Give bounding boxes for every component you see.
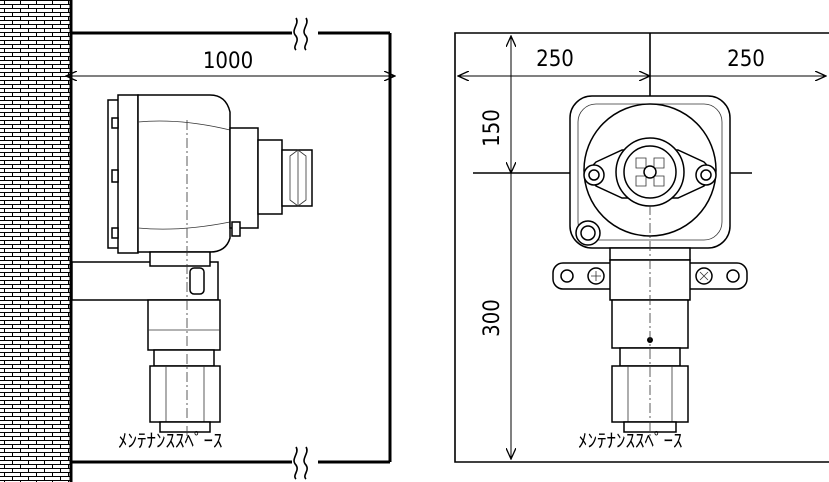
side-caption: ﾒﾝﾃﾅﾝｽｽﾍﾟｰｽ xyxy=(118,430,223,452)
detector-front xyxy=(552,95,748,440)
dim-label-300: 300 xyxy=(480,299,505,337)
dim-label-150: 150 xyxy=(480,109,505,147)
brick-wall xyxy=(0,0,72,482)
break-mark-top xyxy=(293,17,308,51)
bracket-bolt xyxy=(189,267,205,295)
dim-label-1000: 1000 xyxy=(203,49,253,74)
front-caption: ﾒﾝﾃﾅﾝｽｽﾍﾟｰｽ xyxy=(578,430,683,452)
detector-side xyxy=(107,94,313,440)
side-view: 1000 xyxy=(0,0,395,482)
dim-label-250-left: 250 xyxy=(536,47,574,72)
front-view: 250 250 150 300 xyxy=(454,32,829,463)
dim-label-250-right: 250 xyxy=(727,47,765,72)
front-space-box xyxy=(454,32,829,463)
break-mark-bottom xyxy=(293,446,308,480)
